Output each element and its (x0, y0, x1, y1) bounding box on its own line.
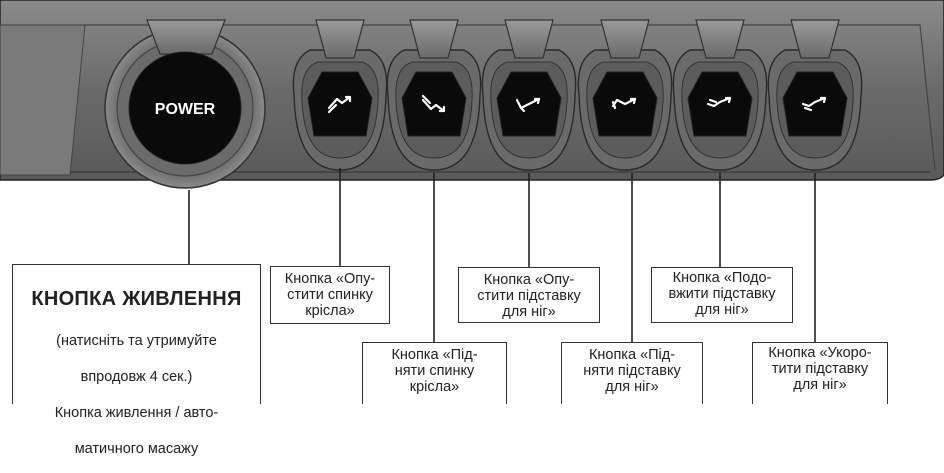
leader-lines (188, 168, 816, 342)
label-lower-backrest: Кнопка «Опу- стити спинку крісла» (270, 266, 390, 324)
power-callout: КНОПКА ЖИВЛЕННЯ (натисніть та утримуйте … (12, 264, 261, 457)
button-cap (409, 19, 459, 59)
power-callout-title: КНОПКА ЖИВЛЕННЯ (31, 288, 242, 310)
recline-backrest-icon (327, 95, 352, 114)
button-cap (695, 19, 745, 59)
button-key[interactable] (782, 71, 848, 137)
function-button-3[interactable] (481, 19, 577, 171)
label-raise-legrest: Кнопка «Під- няти підставку для ніг» (561, 342, 703, 404)
button-cap (315, 19, 365, 59)
label-shorten-legrest: Кнопка «Укоро- тити підставку для ніг» (752, 342, 888, 404)
power-callout-line3: Кнопка живлення / авто- (54, 405, 219, 421)
button-key[interactable] (687, 71, 753, 137)
label-extend-legrest: Кнопка «Подо- вжити підставку для ніг» (651, 267, 793, 323)
button-cap (504, 19, 554, 59)
function-button-6[interactable] (767, 19, 863, 171)
power-button-text: POWER (155, 101, 216, 118)
power-callout-line1: (натисніть та утримуйте (56, 333, 217, 349)
power-callout-line4: матичного масажу (74, 441, 199, 457)
function-button-4[interactable] (577, 19, 673, 171)
power-callout-line2: впродовж 4 сек.) (80, 369, 193, 385)
function-button-5[interactable] (672, 19, 768, 171)
button-key[interactable] (401, 71, 467, 137)
raise-backrest-icon (421, 94, 446, 113)
button-cap (600, 19, 650, 59)
label-lower-legrest: Кнопка «Опу- стити підставку для ніг» (458, 267, 600, 323)
lower-legrest-icon (515, 97, 541, 113)
label-raise-backrest: Кнопка «Під- няти спинку крісла» (362, 342, 507, 404)
shorten-legrest-icon (801, 96, 827, 112)
function-button-1[interactable] (292, 19, 388, 171)
function-button-2[interactable] (386, 19, 482, 171)
button-key[interactable] (307, 71, 373, 137)
raise-legrest-icon (611, 97, 637, 110)
button-cap (790, 19, 840, 59)
power-button[interactable] (128, 51, 242, 165)
control-panel: POWER (0, 0, 944, 342)
extend-legrest-icon (706, 96, 732, 108)
